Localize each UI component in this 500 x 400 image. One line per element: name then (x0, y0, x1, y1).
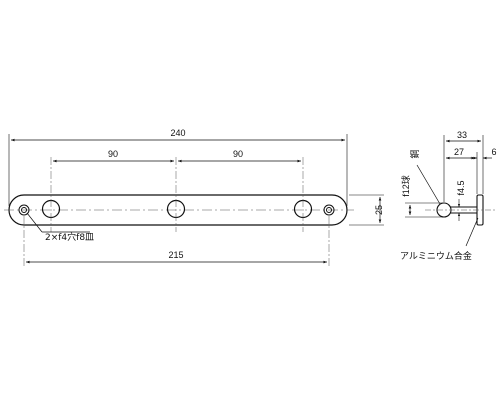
dim-overall-length: 240 (170, 128, 185, 138)
dim-shaft: f4.5 (456, 180, 466, 195)
hole-note-leader (26, 212, 43, 233)
side-view: 33 27 6 f12球 f4.5 鋼 アルミニウム合金 (400, 130, 497, 262)
dim-flange: 6 (491, 147, 496, 157)
hole-note: 2×f4穴f8皿 (45, 231, 94, 243)
dim-pitch-right: 90 (233, 149, 243, 159)
material-ball-label: 鋼 (409, 149, 421, 158)
dim-width-total: 33 (457, 130, 467, 140)
dim-pitch-left: 90 (108, 149, 118, 159)
front-view: 240 90 90 215 25 2×f4穴f8皿 (4, 128, 384, 266)
dim-ball: f12球 (400, 175, 411, 197)
material-body-leader (465, 217, 479, 247)
material-body-label: アルミニウム合金 (400, 250, 472, 262)
material-ball-leader (416, 164, 441, 205)
mount-hole-left (18, 204, 30, 216)
dim-height: 25 (374, 205, 384, 215)
dim-width-shaft: 27 (454, 147, 464, 157)
mount-hole-right (323, 204, 335, 216)
dim-mount-pitch: 215 (168, 250, 183, 260)
